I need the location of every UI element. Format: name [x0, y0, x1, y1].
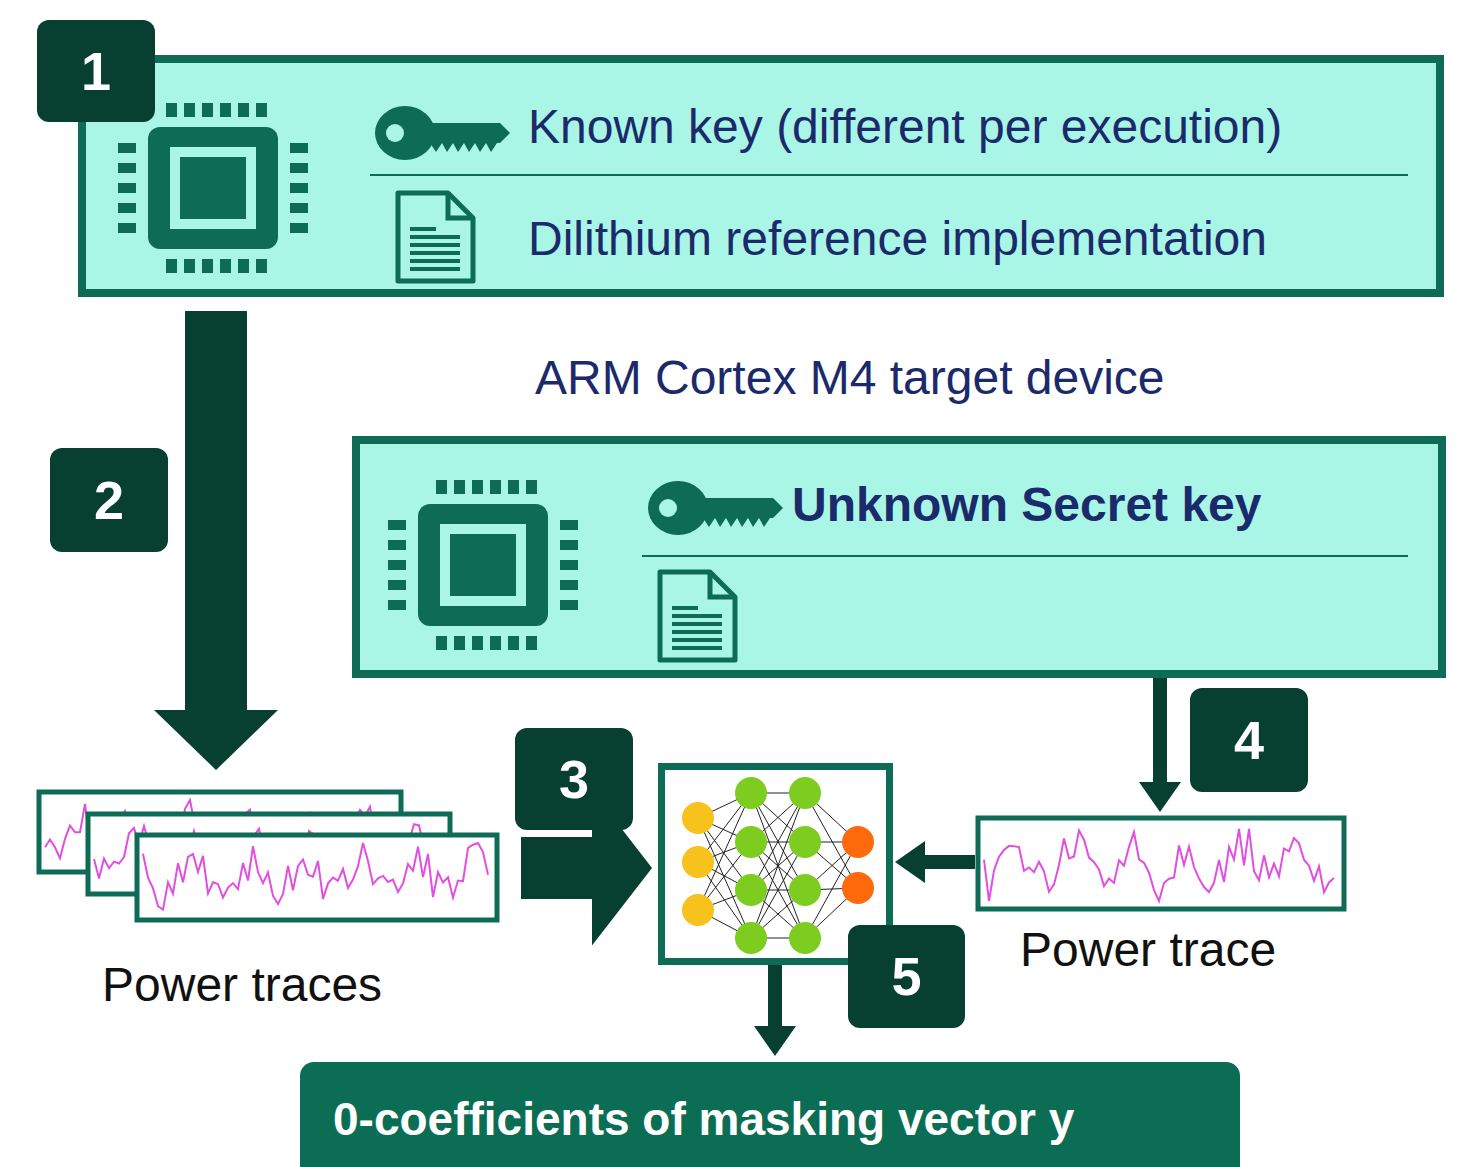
node-illustration	[86, 63, 1452, 305]
trace-frame	[37, 790, 499, 922]
device-box: Known key (different per execution) Dilit…	[78, 55, 1444, 297]
node-title: Power trace	[1020, 922, 1276, 977]
power-trace-plot	[137, 835, 497, 920]
node-title: Unknown Secret key	[792, 477, 1262, 532]
chip-icon	[388, 480, 578, 650]
neural-network-icon	[682, 777, 874, 954]
key-icon	[375, 106, 510, 160]
flow-arrow	[1139, 678, 1181, 812]
result-box: 0-coefficients of masking vector y	[300, 1062, 1240, 1167]
arrow-head	[1139, 782, 1181, 812]
node-title: Power traces	[102, 957, 382, 1012]
trace-stack: Power traces	[37, 790, 499, 1020]
node-subtitle: Dilithium reference implementation	[528, 211, 1267, 266]
node-title: Known key (different per execution)	[528, 99, 1282, 154]
chip-icon	[118, 103, 308, 273]
arrow-shaft	[1153, 678, 1167, 782]
callout-number: 2	[50, 448, 168, 552]
callout-number: 5	[848, 925, 965, 1028]
power-trace-plot	[978, 818, 1344, 909]
arrow-shaft	[185, 311, 247, 710]
single-trace: Power trace	[975, 815, 1347, 985]
arrow-shaft	[768, 965, 782, 1026]
arrow-head	[895, 841, 925, 883]
key-icon	[648, 481, 783, 535]
callout-number: 1	[37, 20, 155, 122]
arrow-head	[154, 710, 278, 770]
target-box: Unknown Secret key	[352, 436, 1446, 678]
node-title: 0-coefficients of masking vector y	[333, 1093, 1074, 1146]
callout-number: 4	[1190, 688, 1308, 792]
document-icon	[660, 572, 735, 660]
arrow-shaft	[925, 855, 975, 869]
document-icon	[398, 193, 473, 281]
flow-arrow	[895, 841, 975, 883]
flow-arrow	[754, 965, 796, 1056]
callout-number: 3	[515, 728, 633, 830]
flow-arrow	[154, 311, 278, 770]
arrow-shaft	[521, 837, 592, 899]
device-caption: ARM Cortex M4 target device	[535, 350, 1165, 405]
trace-frame	[975, 815, 1347, 912]
arrow-head	[754, 1026, 796, 1056]
